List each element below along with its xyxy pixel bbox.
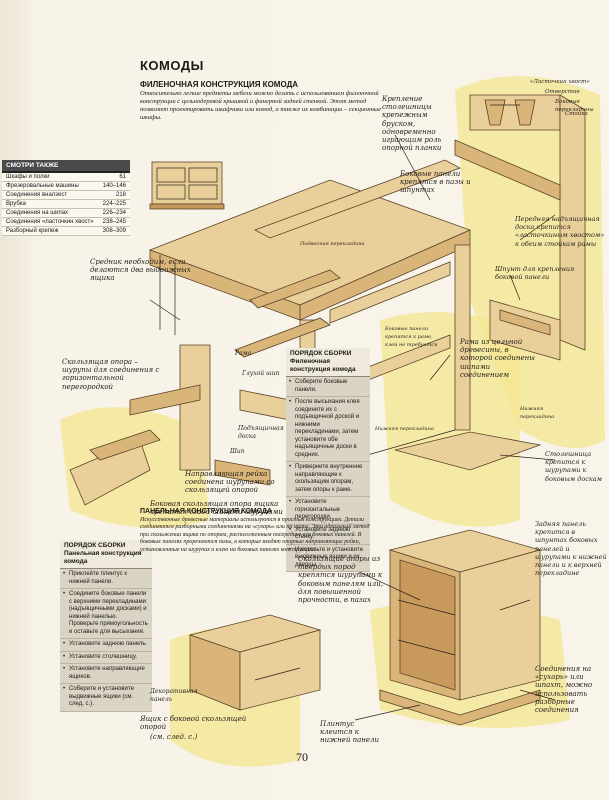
label-dovetail: «Ласточкин хвост» [530, 79, 590, 85]
label-decor: Декоративная панель [150, 688, 198, 704]
see-also-row[interactable]: Соединения на шипах 226–234 [2, 209, 130, 218]
see-also-label: Соединения на шипах [6, 210, 69, 216]
see-also-row[interactable]: Соединения «ласточкин хвост» 238–245 [2, 218, 130, 227]
drawer-drawing [188, 614, 322, 711]
order-step: Соберите боковые панели. [286, 377, 370, 397]
see-also-header: СМОТРИ ТАКЖЕ [2, 160, 130, 173]
see-also-row[interactable]: Фрезеровальные машины 140–146 [2, 182, 130, 191]
slide-joint-detail [69, 344, 291, 506]
label-guide-rail: Направляющая рейка соединена шурупами со… [185, 470, 275, 495]
see-also-pages: 238–245 [102, 219, 126, 225]
order-step: Изготовьте и установите выдвижные ящики … [286, 545, 370, 572]
see-also-pages: 224–225 [102, 201, 126, 207]
label-shelf-board: Подъящичная доска [238, 425, 284, 441]
label-drawer: Ящик с боковой скользящей опорой [140, 715, 247, 732]
label-top: Столешница крепится к шурупами к боковым… [545, 450, 603, 483]
label-slide-support2: Скользящие опоры из твердых пород крепят… [298, 555, 383, 605]
see-also-label: Шкафы и полки [6, 174, 50, 180]
label-joints: Соединения на «сухарь» или шпахт, можно … [535, 665, 593, 715]
label-blind-tenon: Глухой шип [242, 370, 280, 377]
order-step: Установите заднюю панель. [60, 639, 152, 652]
label-attachment: Крепление столешницы крепежным бруском, … [382, 95, 442, 153]
label-side-panels: Боковые панели крепятся в пазы и шпунтах [400, 170, 471, 195]
label-drawer-see: (см. след. с.) [150, 733, 198, 741]
order-step: Приклейте плинтус к нижней панели. [60, 569, 152, 589]
label-tenon: Шпунт для крепления боковой панели [495, 265, 575, 282]
frame-cabinet-drawing [148, 159, 472, 471]
label-post: Стойка [565, 111, 588, 117]
see-also-label: Фрезеровальные машины [6, 183, 79, 189]
panel-cabinet-drawing [379, 529, 542, 726]
leader-lines [149, 104, 556, 721]
see-also-row[interactable]: Шкафы и полки 61 [2, 173, 130, 182]
see-also-label: Врубка [6, 201, 26, 207]
frame-section-heading: ФИЛЕНОЧНАЯ КОНСТРУКЦИЯ КОМОДА [140, 80, 299, 89]
see-also-row[interactable]: Врубка 224–225 [2, 200, 130, 209]
label-divider: Средник необходим, если делаются два выд… [90, 258, 191, 283]
label-note-small2: Подвесная перекладина [300, 241, 365, 247]
see-also-row[interactable]: Разборный крепеж 308–309 [2, 227, 130, 236]
label-back-panel: Задняя панель крепится в шпунтах боковых… [535, 520, 607, 578]
see-also-pages: 308–309 [102, 228, 126, 234]
frame-section-intro: Относительно легкие предметы мебели можн… [140, 90, 382, 121]
label-rear-rail: Нижняя перекладина [520, 406, 555, 421]
order-step: Приверните внутренние направляющие к ско… [286, 462, 370, 497]
label-note-small3: Нижняя перекладина [375, 426, 434, 432]
panel-section-heading: ПАНЕЛЬНАЯ КОНСТРУКЦИЯ КОМОДА [140, 508, 273, 515]
label-tenon2: Шип [230, 448, 245, 455]
dovetail-detail [454, 94, 586, 351]
label-side-support: Боковая скользящая опора ящика крепится … [150, 500, 283, 517]
order-step: Установите столешницу. [60, 652, 152, 664]
order-step: Соедините боковые панели с верхними пере… [60, 589, 152, 639]
label-note-small1: Боковые панели крепятся к раме, клей не … [385, 326, 438, 349]
tabletop-board [394, 431, 542, 471]
see-also-pages: 140–146 [102, 183, 126, 189]
label-frame: Рама из цельной древесины, в которой сое… [460, 338, 535, 379]
see-also-table: СМОТРИ ТАКЖЕ Шкафы и полки 61 Фрезероваль… [2, 160, 130, 236]
label-slide-support: Скользящая опора – шурупы для соединения… [62, 358, 160, 391]
see-also-pages: 218 [115, 192, 126, 198]
label-plinth: Плинтус клеится к нижней панели [320, 720, 379, 745]
label-side-rail: Боковые перекладины [555, 99, 594, 114]
label-rama: Рама [235, 350, 252, 357]
panel-section-text: Искусственные древесные материалы исполь… [140, 517, 370, 553]
page-number: 70 [296, 750, 308, 764]
tenon-detail [489, 299, 561, 361]
see-also-row[interactable]: Соединения вналзест 218 [2, 191, 130, 200]
see-also-pages: 226–234 [102, 210, 126, 216]
see-also-label: Соединения «ласточкин хвост» [6, 219, 94, 225]
see-also-label: Соединения вналзест [6, 192, 68, 198]
see-also-pages: 61 [119, 174, 126, 180]
order-step: Установите направляющие ящиков. [60, 664, 152, 684]
highlight-wash [380, 312, 520, 527]
page-title: КОМОДЫ [140, 58, 204, 73]
order-step: Соберите и установите выдвижные ящики (с… [60, 684, 152, 712]
label-dowel: Отверстие [545, 89, 580, 95]
see-also-label: Разборный крепеж [6, 228, 59, 234]
cabinet-thumbnail [149, 161, 225, 210]
label-front-board: Передняя надъящичная доска крепится «лас… [515, 215, 605, 248]
order-step: После высыхания клея соедините их с подъ… [286, 397, 370, 462]
